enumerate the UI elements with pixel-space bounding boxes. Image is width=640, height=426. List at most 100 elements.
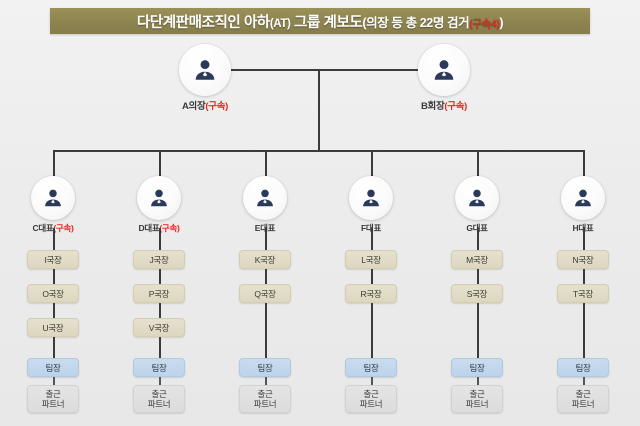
connector-c4-seg3	[371, 303, 373, 358]
person-label-d-base: D대표	[138, 223, 160, 233]
connector-distribution-bar	[53, 150, 584, 152]
person-node-g[interactable]: G대표	[434, 176, 520, 234]
person-icon	[151, 189, 167, 207]
connector-c2-seg2	[159, 269, 161, 284]
bureau-box-v[interactable]: V국장	[133, 318, 185, 337]
partner-line-1: 출근	[575, 388, 591, 399]
title-tail-close: )	[499, 15, 504, 30]
person-icon	[469, 189, 485, 207]
connector-c6-seg1	[583, 228, 585, 250]
connector-c3-seg2	[265, 269, 267, 284]
avatar	[349, 176, 393, 220]
partner-box-col3[interactable]: 출근 파트너	[239, 385, 291, 413]
bureau-box-l[interactable]: L국장	[345, 250, 397, 269]
person-label-a-base: A의장	[181, 101, 206, 112]
person-icon	[434, 60, 454, 80]
title-abbrev: (AT)	[269, 17, 291, 30]
bureau-box-u[interactable]: U국장	[27, 318, 79, 337]
connector-c4-seg4	[371, 377, 373, 385]
partner-line-1: 출근	[469, 388, 485, 399]
person-icon	[363, 189, 379, 207]
connector-c6-seg3	[583, 303, 585, 358]
person-node-c[interactable]: C대표(구속)	[10, 176, 96, 234]
partner-box-col5[interactable]: 출근 파트너	[451, 385, 503, 413]
person-label-c-base: C대표	[32, 223, 54, 233]
connector-c2-seg1	[159, 228, 161, 250]
title-arrest-count: (구속4)	[469, 17, 500, 30]
connector-c3-seg1	[265, 228, 267, 250]
connector-c6-seg4	[583, 377, 585, 385]
connector-drop-col-2	[159, 150, 161, 176]
person-icon	[575, 189, 591, 207]
partner-line-1: 출근	[151, 388, 167, 399]
bureau-box-t[interactable]: T국장	[557, 284, 609, 303]
bureau-box-p[interactable]: P국장	[133, 284, 185, 303]
person-label-b-tag: (구속)	[444, 101, 468, 112]
person-label-b: B회장(구속)	[401, 98, 487, 112]
team-leader-box-col6[interactable]: 팀장	[557, 358, 609, 377]
person-label-b-base: B회장	[420, 101, 445, 112]
person-node-h[interactable]: H대표	[540, 176, 626, 234]
bureau-box-k[interactable]: K국장	[239, 250, 291, 269]
person-icon	[257, 189, 273, 207]
partner-line-2: 파트너	[41, 399, 65, 409]
connector-c1-seg1	[53, 228, 55, 250]
avatar	[243, 176, 287, 220]
team-leader-box-col4[interactable]: 팀장	[345, 358, 397, 377]
partner-line-1: 출근	[363, 388, 379, 399]
connector-c3-seg4	[265, 377, 267, 385]
partner-line-2: 파트너	[571, 399, 595, 409]
avatar	[418, 44, 470, 96]
connector-drop-col-6	[583, 150, 585, 176]
connector-a-to-b	[231, 69, 418, 71]
connector-c3-seg3	[265, 303, 267, 358]
person-node-e[interactable]: E대표	[222, 176, 308, 234]
connector-c5-seg3	[477, 303, 479, 358]
partner-box-col2[interactable]: 출근 파트너	[133, 385, 185, 413]
avatar	[137, 176, 181, 220]
partner-box-col6[interactable]: 출근 파트너	[557, 385, 609, 413]
connector-c4-seg1	[371, 228, 373, 250]
team-leader-box-col5[interactable]: 팀장	[451, 358, 503, 377]
partner-line-1: 출근	[45, 388, 61, 399]
avatar	[179, 44, 231, 96]
bureau-box-i[interactable]: I국장	[27, 250, 79, 269]
chart-title-banner: 다단계판매조직인 아하(AT) 그룹 계보도(의장 등 총 22명 검거(구속4…	[50, 8, 590, 34]
connector-c1-seg5	[53, 377, 55, 385]
connector-c1-seg4	[53, 337, 55, 358]
connector-c1-seg2	[53, 269, 55, 284]
person-label-d-tag: (구속)	[159, 223, 180, 233]
connector-c5-seg2	[477, 269, 479, 284]
partner-line-2: 파트너	[359, 399, 383, 409]
person-label-d: D대표(구속)	[116, 222, 202, 234]
bureau-box-q[interactable]: Q국장	[239, 284, 291, 303]
team-leader-box-col2[interactable]: 팀장	[133, 358, 185, 377]
person-node-d[interactable]: D대표(구속)	[116, 176, 202, 234]
page-title: 다단계판매조직인 아하(AT) 그룹 계보도(의장 등 총 22명 검거(구속4…	[137, 11, 504, 32]
connector-drop-col-1	[53, 150, 55, 176]
bureau-box-m[interactable]: M국장	[451, 250, 503, 269]
bureau-box-o[interactable]: O국장	[27, 284, 79, 303]
connector-c2-seg3	[159, 303, 161, 318]
connector-c6-seg2	[583, 269, 585, 284]
person-node-b[interactable]: B회장(구속)	[401, 44, 487, 112]
connector-c1-seg3	[53, 303, 55, 318]
connector-drop-col-3	[265, 150, 267, 176]
connector-c2-seg4	[159, 337, 161, 358]
partner-box-col1[interactable]: 출근 파트너	[27, 385, 79, 413]
person-node-f[interactable]: F대표	[328, 176, 414, 234]
connector-drop-col-5	[477, 150, 479, 176]
bureau-box-r[interactable]: R국장	[345, 284, 397, 303]
person-label-c-tag: (구속)	[53, 223, 74, 233]
bureau-box-j[interactable]: J국장	[133, 250, 185, 269]
title-group: 그룹 계보도	[290, 14, 363, 31]
connector-c5-seg4	[477, 377, 479, 385]
team-leader-box-col3[interactable]: 팀장	[239, 358, 291, 377]
bureau-box-s[interactable]: S국장	[451, 284, 503, 303]
team-leader-box-col1[interactable]: 팀장	[27, 358, 79, 377]
connector-c2-seg5	[159, 377, 161, 385]
partner-box-col4[interactable]: 출근 파트너	[345, 385, 397, 413]
person-label-a: A의장(구속)	[162, 98, 248, 112]
person-node-a[interactable]: A의장(구속)	[162, 44, 248, 112]
bureau-box-n[interactable]: N국장	[557, 250, 609, 269]
